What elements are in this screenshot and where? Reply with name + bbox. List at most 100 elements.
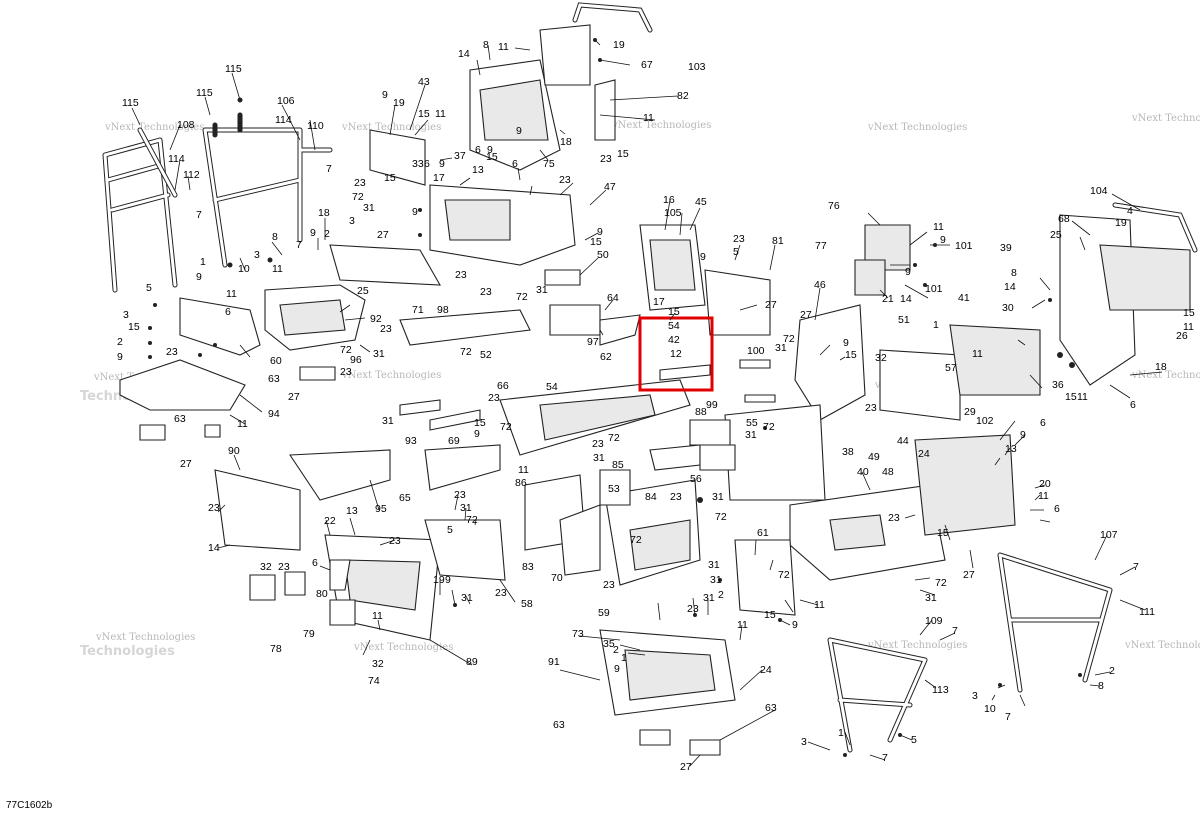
- callout-label: 63: [268, 373, 280, 385]
- callout-label: 21: [882, 293, 894, 305]
- callout-label: 9: [412, 206, 418, 218]
- callout-label: 5: [146, 282, 152, 294]
- callout-label: 14: [900, 293, 912, 305]
- callout-label: 9: [445, 574, 451, 586]
- callout-label: 72: [715, 511, 727, 523]
- callout-label: 86: [515, 477, 527, 489]
- callout-label: 109: [925, 615, 943, 627]
- callout-label: 20: [1039, 478, 1051, 490]
- callout-label: 12: [670, 348, 682, 360]
- left-floor-panels: [119, 284, 366, 441]
- callout-label: 9: [439, 158, 445, 170]
- callout-label: 7: [326, 163, 332, 175]
- callout-label: 46: [814, 279, 826, 291]
- callout-label: 72: [460, 346, 472, 358]
- callout-label: 103: [688, 61, 706, 73]
- callout-label: 15: [845, 349, 857, 361]
- callout-label: 10: [984, 703, 996, 715]
- callout-label: 108: [177, 119, 195, 131]
- watermark-text: vNext Technologies: [95, 632, 195, 643]
- callout-label: 6: [512, 158, 518, 170]
- callout-label: 53: [608, 483, 620, 495]
- callout-label: 100: [747, 345, 765, 357]
- callout-label: 13: [1005, 443, 1017, 455]
- callout-label: 15: [128, 321, 140, 333]
- callout-label: 19: [433, 574, 445, 586]
- callout-label: 6: [1130, 399, 1136, 411]
- watermark-text: vNext Technologies: [1124, 640, 1200, 651]
- callout-label: 11: [643, 112, 654, 124]
- callout-label: 7: [196, 209, 202, 221]
- callout-label: 27: [377, 229, 389, 241]
- watermark-text: vNext Technologies: [353, 642, 453, 653]
- callout-label: 2: [613, 644, 619, 656]
- callout-label: 23: [603, 579, 615, 591]
- callout-label: 6: [1054, 503, 1060, 515]
- callout-label: 10: [238, 263, 250, 275]
- callout-label: 114: [275, 114, 292, 126]
- callout-label: 112: [183, 169, 200, 181]
- lower-center-panels: [524, 419, 796, 756]
- callout-label: 95: [375, 503, 387, 515]
- callout-label: 9: [1020, 429, 1026, 441]
- callout-label: 88: [695, 406, 707, 418]
- right-side-panels: [724, 214, 1191, 581]
- callout-label: 23: [454, 489, 466, 501]
- callout-label: 6: [424, 158, 430, 170]
- callout-label: 113: [932, 684, 949, 696]
- callout-label: 15: [617, 148, 629, 160]
- callout-label: 72: [608, 432, 620, 444]
- callout-label: 62: [600, 351, 612, 363]
- callout-label: 31: [363, 202, 375, 214]
- callout-label: 19: [613, 39, 625, 51]
- callout-label: 54: [546, 381, 558, 393]
- callout-label: 31: [925, 592, 937, 604]
- callout-label: 14: [458, 48, 470, 60]
- callout-label: 72: [466, 514, 478, 526]
- callout-label: 72: [783, 333, 795, 345]
- callout-label: 49: [868, 451, 880, 463]
- callout-label: 11: [226, 288, 237, 300]
- callout-label: 9: [843, 337, 849, 349]
- callout-label: 31: [710, 574, 722, 586]
- callout-label: 99: [706, 399, 718, 411]
- rear-roll-cage-left: [102, 112, 333, 293]
- callout-label: 17: [653, 296, 665, 308]
- callout-label: 11: [272, 263, 283, 275]
- rear-deck-parts: [329, 24, 616, 286]
- callout-label: 9: [700, 251, 706, 263]
- callout-label: 61: [757, 527, 769, 539]
- callout-label: 48: [882, 466, 894, 478]
- callout-label: 102: [976, 415, 994, 427]
- callout-label: 8: [272, 231, 278, 243]
- callout-label: 36: [1052, 379, 1064, 391]
- callout-label: 72: [500, 421, 512, 433]
- callout-label: 9: [382, 89, 388, 101]
- callout-label: 9: [117, 351, 123, 363]
- callout-label: 1: [933, 319, 939, 331]
- callout-label: 75: [543, 158, 555, 170]
- callout-label: 31: [460, 502, 472, 514]
- callout-label: 27: [800, 309, 812, 321]
- callout-label: 15: [474, 417, 486, 429]
- callout-label: 111: [1139, 606, 1155, 618]
- callout-label: 27: [963, 569, 975, 581]
- watermark-text: vNext Technologies: [867, 640, 967, 651]
- callout-label: 18: [318, 207, 330, 219]
- callout-label: 6: [475, 144, 481, 156]
- callout-label: 19: [393, 97, 405, 109]
- callout-label: 35: [603, 638, 615, 650]
- callout-label: 11: [237, 418, 248, 430]
- callout-label: 26: [1176, 330, 1188, 342]
- callout-label: 94: [268, 408, 280, 420]
- callout-label: 15: [937, 527, 949, 539]
- callout-label: 31: [373, 348, 385, 360]
- callout-label: 11: [1038, 490, 1049, 502]
- callout-label: 1: [200, 256, 206, 268]
- callout-label: 74: [368, 675, 380, 687]
- callout-label: 3: [349, 215, 355, 227]
- callout-label: 1: [621, 652, 627, 664]
- callout-label: 23: [278, 561, 290, 573]
- callout-label: 3: [972, 690, 978, 702]
- callout-label: 19: [1115, 217, 1127, 229]
